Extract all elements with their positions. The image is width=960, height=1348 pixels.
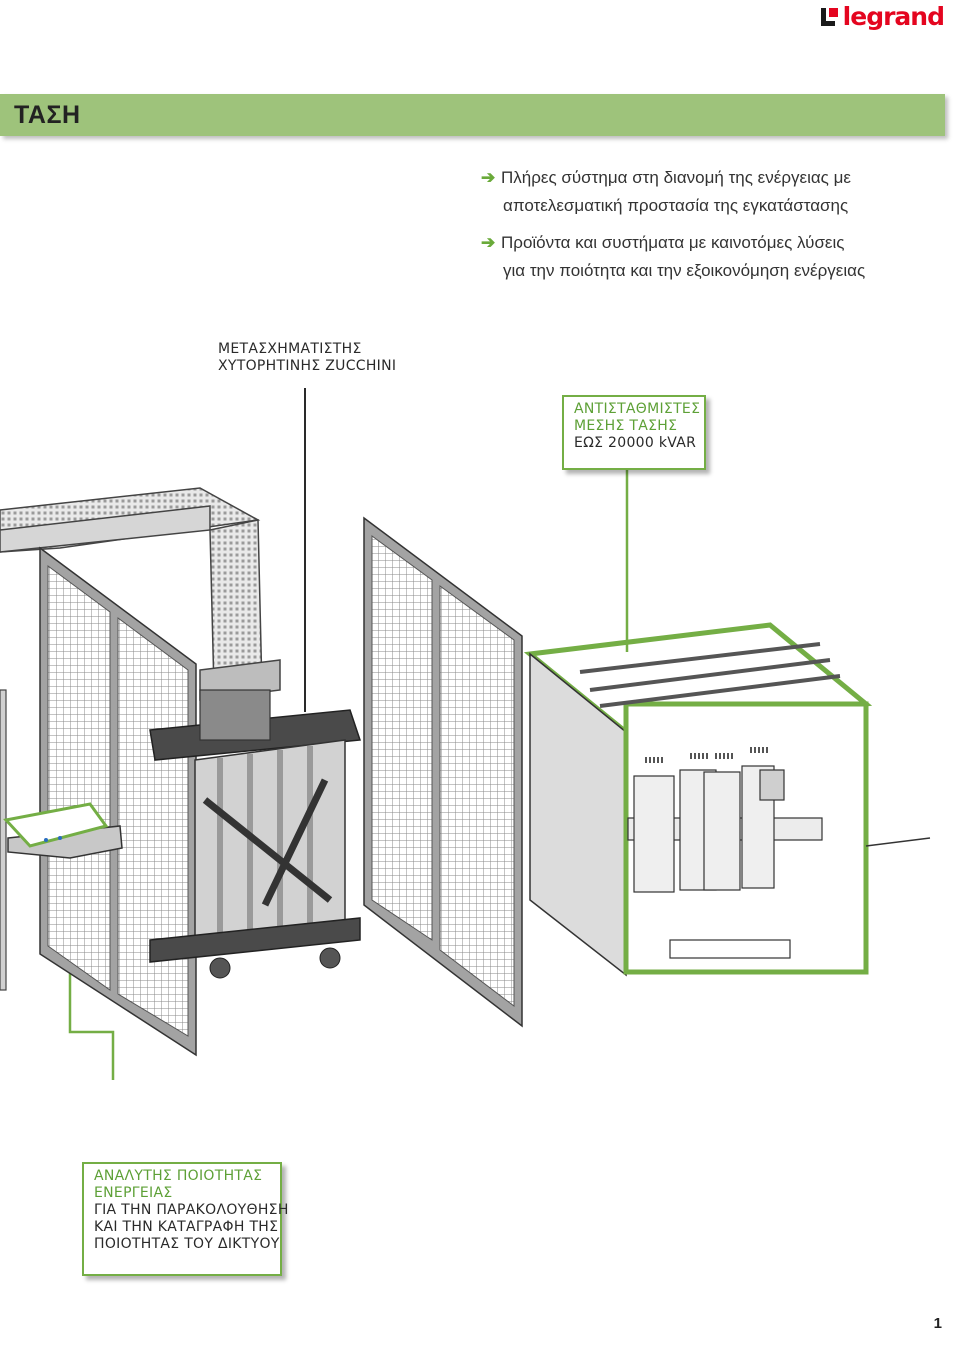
callout-line: ΜΕΤΑΣΧΗΜΑΤΙΣΤΗΣ — [218, 341, 362, 357]
compensator-cabinet — [523, 622, 931, 977]
compensator-callout: ΑΝΤΙΣΤΑΘΜΙΣΤΕΣ ΜΕΣΗΣ ΤΑΣΗΣ ΕΩΣ 20000 kVA… — [562, 395, 706, 470]
callout-line: ΚΑΙ ΤΗΝ ΚΑΤΑΓΡΑΦΗ ΤΗΣ — [94, 1219, 279, 1235]
bullet-item: ➔ Προϊόντα και συστήματα με καινοτόμες λ… — [481, 229, 865, 285]
analyzer-callout: ΑΝΑΛΥΤΗΣ ΠΟΙΟΤΗΤΑΣ ΕΝΕΡΓΕΙΑΣ ΓΙΑ ΤΗΝ ΠΑΡ… — [82, 1162, 289, 1276]
brand-name: legrand — [842, 2, 945, 31]
callout-line: ΜΕΣΗΣ ΤΑΣΗΣ — [574, 418, 678, 434]
energy-analyzer — [3, 802, 123, 859]
bullet-item: ➔ Πλήρες σύστημα στη διανομή της ενέργει… — [481, 164, 851, 220]
callout-line: ΕΩΣ 20000 kVAR — [574, 435, 697, 451]
transformer-callout: ΜΕΤΑΣΧΗΜΑΤΙΣΤΗΣ ΧΥΤΟΡΗΤΙΝΗΣ ZUCCHINI — [218, 341, 396, 375]
title-banner: ΤΑΣΗ — [0, 94, 945, 136]
callout-line: ΕΝΕΡΓΕΙΑΣ — [94, 1185, 173, 1201]
fence-panel-middle — [363, 516, 523, 1028]
page-number: 1 — [933, 1315, 942, 1332]
bullet-line: για την ποιότητα και την εξοικονόμηση εν… — [503, 261, 866, 280]
legrand-logo: legrand — [820, 2, 945, 31]
callout-line: ΓΙΑ ΤΗΝ ΠΑΡΑΚΟΛΟΥΘΗΣΗ — [94, 1202, 289, 1218]
cable-tray — [0, 487, 281, 701]
callout-line: ΧΥΤΟΡΗΤΙΝΗΣ ZUCCHINI — [218, 358, 397, 374]
bullet-line: Προϊόντα και συστήματα με καινοτόμες λύσ… — [501, 233, 845, 252]
left-wall-panel — [0, 689, 7, 991]
banner-title: ΤΑΣΗ — [14, 101, 81, 129]
callout-line: ΑΝΑΛΥΤΗΣ ΠΟΙΟΤΗΤΑΣ — [94, 1168, 263, 1184]
callout-line: ΑΝΤΙΣΤΑΘΜΙΣΤΕΣ — [574, 401, 701, 417]
legrand-square-mark-icon — [820, 6, 839, 28]
bullet-line: αποτελεσματική προστασία της εγκατάσταση… — [503, 196, 849, 215]
bullet-line: Πλήρες σύστημα στη διανομή της ενέργειας… — [501, 168, 851, 187]
substation-illustration — [0, 388, 931, 1080]
arrow-right-icon: ➔ — [481, 233, 496, 252]
callout-line: ΠΟΙΟΤΗΤΑΣ ΤΟΥ ΔΙΚΤΥΟΥ — [94, 1236, 280, 1252]
arrow-right-icon: ➔ — [481, 168, 496, 187]
transformer — [149, 689, 362, 979]
fence-panel-left — [39, 546, 197, 1057]
